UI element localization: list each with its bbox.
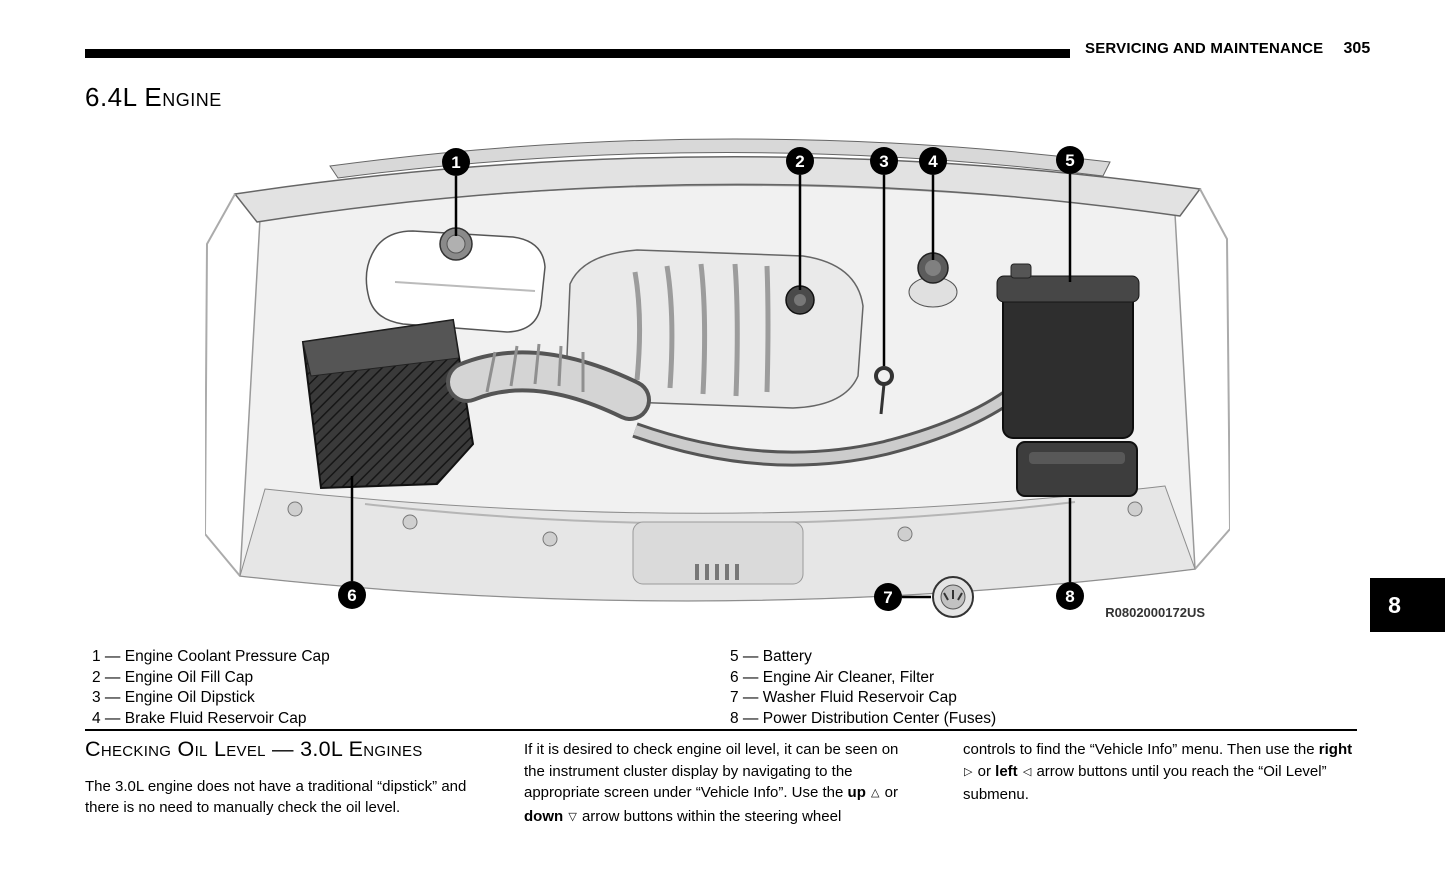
page-header: SERVICING AND MAINTENANCE 305: [1085, 40, 1370, 58]
text-segment: arrow buttons within the steering wheel: [577, 807, 842, 825]
oil-fill-cap-shape: [785, 285, 815, 315]
coolant-reservoir-shape: [365, 227, 546, 333]
legend-item: 7 — Washer Fluid Reservoir Cap: [730, 689, 957, 707]
paragraph-col2: If it is desired to check engine oil lev…: [524, 739, 917, 829]
bold-term-right: right: [1318, 741, 1353, 758]
wiper-cowl: [329, 138, 1111, 179]
bottom-text-columns: Checking Oil Level — 3.0L Engines The 3.…: [85, 737, 1357, 829]
grille-slots: [695, 564, 739, 580]
text-segment: controls to find the “Vehicle Info” menu…: [963, 741, 1319, 758]
header-page-number: 305: [1343, 40, 1371, 57]
left-arrow-glyph: ◁: [1022, 765, 1032, 778]
intake-duct-shape: [446, 343, 651, 421]
svg-text:6: 6: [347, 586, 356, 605]
diagram-legend-right: 5 — Battery 6 — Engine Air Cleaner, Filt…: [730, 647, 996, 729]
text-column-3: controls to find the “Vehicle Info” menu…: [963, 739, 1356, 829]
washer-cap-shape: [932, 576, 974, 618]
text-segment: arrow buttons until you reach the “Oil L…: [963, 762, 1327, 804]
checking-oil-heading: Checking Oil Level — 3.0L Engines: [85, 737, 423, 761]
bold-term-left: left: [995, 762, 1018, 780]
svg-text:2: 2: [795, 152, 804, 171]
text-column-2: If it is desired to check engine oil lev…: [524, 739, 917, 829]
engine-section-heading: 6.4L Engine: [85, 82, 222, 112]
diagram-legend-left: 1 — Engine Coolant Pressure Cap 2 — Engi…: [92, 647, 330, 729]
header-rule-bar: [85, 49, 1070, 58]
diagram-ref-code: R0802000172US: [1105, 605, 1205, 620]
svg-text:4: 4: [928, 152, 938, 171]
air-cleaner-shape: [301, 318, 475, 490]
engine-cover-shape: [566, 249, 864, 409]
hose-shape: [632, 363, 1046, 467]
callout-7: 7: [874, 583, 902, 611]
header-section-title: SERVICING AND MAINTENANCE: [1085, 40, 1324, 57]
down-arrow-glyph: ▽: [568, 810, 577, 823]
callout-4: 4: [919, 147, 947, 175]
bold-term-down: down: [524, 807, 564, 825]
dipstick-shape: [874, 366, 894, 415]
legend-item: 2 — Engine Oil Fill Cap: [92, 668, 254, 686]
svg-text:8: 8: [1065, 587, 1074, 606]
text-segment: If it is desired to check engine oil lev…: [524, 741, 899, 801]
callout-6: 6: [338, 581, 366, 609]
right-fender-edge: [1194, 188, 1230, 570]
svg-text:5: 5: [1065, 151, 1074, 170]
up-arrow-glyph: △: [871, 787, 880, 799]
legend-item: 6 — Engine Air Cleaner, Filter: [730, 668, 935, 686]
text-segment: or: [973, 762, 996, 780]
callout-leader-lines: [350, 174, 1072, 599]
brake-reservoir-shape: [908, 252, 958, 308]
paragraph-col3: controls to find the “Vehicle Info” menu…: [963, 739, 1356, 806]
svg-text:7: 7: [883, 588, 892, 607]
text-column-1: Checking Oil Level — 3.0L Engines The 3.…: [85, 737, 478, 829]
callout-1: 1: [442, 148, 470, 176]
svg-text:1: 1: [451, 153, 460, 172]
right-arrow-glyph: ▷: [964, 765, 973, 778]
legend-item: 5 — Battery: [730, 648, 812, 665]
cowl-band: [233, 155, 1202, 223]
legend-item: 4 — Brake Fluid Reservoir Cap: [92, 709, 307, 727]
chapter-tab[interactable]: 8: [1370, 578, 1445, 632]
svg-text:3: 3: [879, 152, 888, 171]
bolt-heads: [287, 501, 1143, 547]
front-center-recess: [632, 521, 804, 585]
bold-term-up: up: [847, 784, 866, 801]
battery-shape: [996, 263, 1140, 439]
legend-item: 1 — Engine Coolant Pressure Cap: [92, 648, 330, 665]
paragraph-col1: The 3.0L engine does not have a traditio…: [85, 777, 467, 817]
section-divider-rule: [85, 729, 1357, 731]
callout-3: 3: [870, 147, 898, 175]
left-fender-edge: [205, 193, 241, 577]
legend-item: 3 — Engine Oil Dipstick: [92, 689, 255, 707]
legend-item: 8 — Power Distribution Center (Fuses): [730, 709, 997, 727]
callout-2: 2: [786, 147, 814, 175]
callout-8: 8: [1056, 582, 1084, 610]
chapter-tab-number: 8: [1388, 591, 1401, 618]
text-segment: or: [880, 784, 899, 801]
pdc-shape: [1016, 441, 1138, 497]
engine-bay-diagram: 1 2 3 4 5 6 7 8 R0802000172US: [205, 113, 1230, 632]
engine-bay-illustration: 1 2 3 4 5 6 7 8 R0802000172US: [205, 138, 1230, 620]
callout-5: 5: [1056, 146, 1084, 174]
